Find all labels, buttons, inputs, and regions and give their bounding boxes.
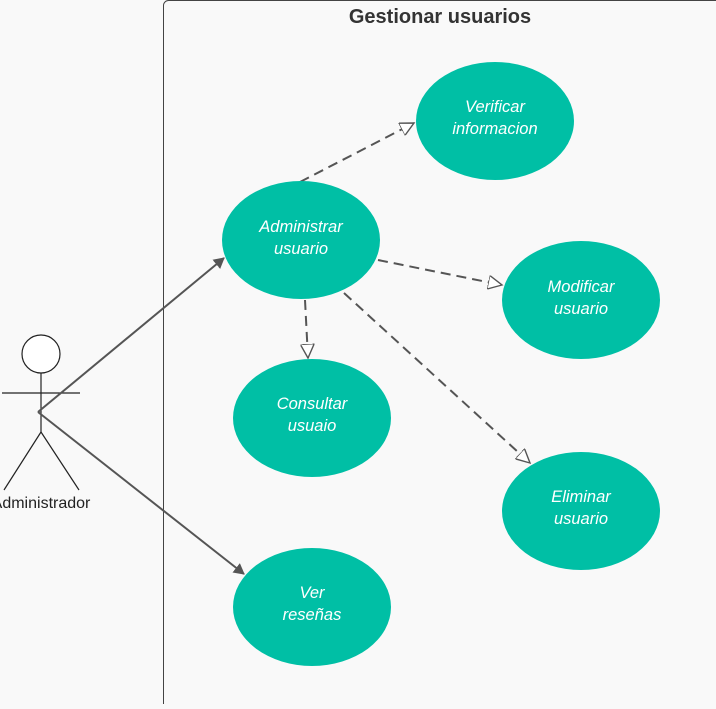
use-case-label-line2: usuario (554, 510, 608, 528)
actor-label: Administrador (0, 495, 91, 512)
use-case-label-line2: usuario (554, 300, 608, 318)
use-case-label-line1: Consultar (277, 395, 349, 413)
use-case-label-line1: Eliminar (551, 488, 612, 506)
use-case-label-line1: Verificar (465, 98, 526, 116)
use-case-label-line1: Ver (299, 584, 326, 602)
actor-head (22, 335, 60, 373)
system-title: Gestionar usuarios (349, 6, 531, 28)
use-case-eliminar-usuario[interactable]: Eliminar usuario (502, 452, 660, 570)
use-case-verificar-informacion[interactable]: Verificar informacion (416, 62, 574, 180)
use-case-label-line1: Modificar (548, 278, 616, 296)
use-case-label-line2: informacion (452, 120, 537, 138)
actor-administrador[interactable]: Administrador (0, 335, 91, 512)
actor-left-leg (4, 432, 41, 490)
use-case-label-line2: reseñas (283, 606, 342, 624)
use-case-label-line1: Administrar (258, 218, 344, 236)
use-case-administrar-usuario[interactable]: Administrar usuario (222, 181, 380, 299)
use-case-label-line2: usuario (274, 240, 328, 258)
use-case-modificar-usuario[interactable]: Modificar usuario (502, 241, 660, 359)
use-case-consultar-usuaio[interactable]: Consultar usuaio (233, 359, 391, 477)
use-case-ver-resenas[interactable]: Ver reseñas (233, 548, 391, 666)
use-case-label-line2: usuaio (288, 417, 337, 435)
